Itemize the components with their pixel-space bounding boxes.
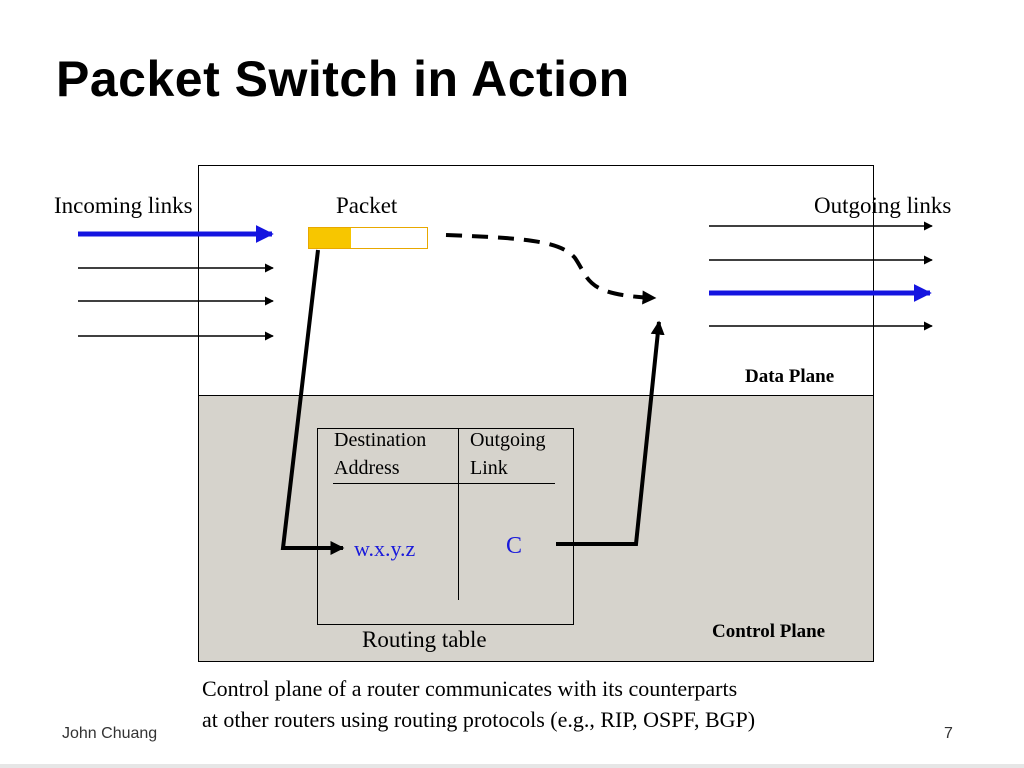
forwarding-path-dashed bbox=[445, 233, 657, 305]
routing-table-col2-header: Outgoing Link bbox=[470, 426, 546, 482]
page-number: 7 bbox=[944, 725, 953, 742]
result-path bbox=[556, 320, 665, 546]
routing-table bbox=[317, 428, 574, 625]
routing-entry-link: C bbox=[506, 533, 523, 559]
lookup-path bbox=[280, 249, 345, 555]
col2-header-line2: Link bbox=[470, 457, 508, 479]
routing-entry-address: w.x.y.z bbox=[354, 536, 416, 561]
routing-table-column-divider bbox=[458, 428, 459, 600]
caption-line-2: at other routers using routing protocols… bbox=[202, 707, 756, 732]
col2-header-line1: Outgoing bbox=[470, 429, 546, 451]
control-plane-label: Control Plane bbox=[712, 621, 826, 642]
data-plane-region bbox=[198, 165, 874, 396]
footer-author: John Chuang bbox=[62, 725, 158, 742]
packet-header bbox=[309, 228, 351, 248]
routing-table-col1-header: Destination Address bbox=[334, 426, 426, 482]
incoming-links-label: Incoming links bbox=[54, 193, 193, 218]
outgoing-links-label: Outgoing links bbox=[814, 193, 952, 218]
packet-label: Packet bbox=[336, 193, 398, 218]
slide-caption: Control plane of a router communicates w… bbox=[202, 673, 755, 735]
data-plane-label: Data Plane bbox=[745, 366, 835, 387]
routing-table-header-divider bbox=[333, 483, 555, 484]
col1-header-line2: Address bbox=[334, 457, 400, 479]
routing-table-caption: Routing table bbox=[362, 627, 487, 652]
slide-title: Packet Switch in Action bbox=[56, 51, 630, 107]
control-plane-region bbox=[198, 395, 874, 662]
col1-header-line1: Destination bbox=[334, 429, 427, 451]
caption-line-1: Control plane of a router communicates w… bbox=[202, 676, 738, 701]
packet bbox=[308, 227, 428, 249]
bottom-rule bbox=[0, 764, 1024, 768]
